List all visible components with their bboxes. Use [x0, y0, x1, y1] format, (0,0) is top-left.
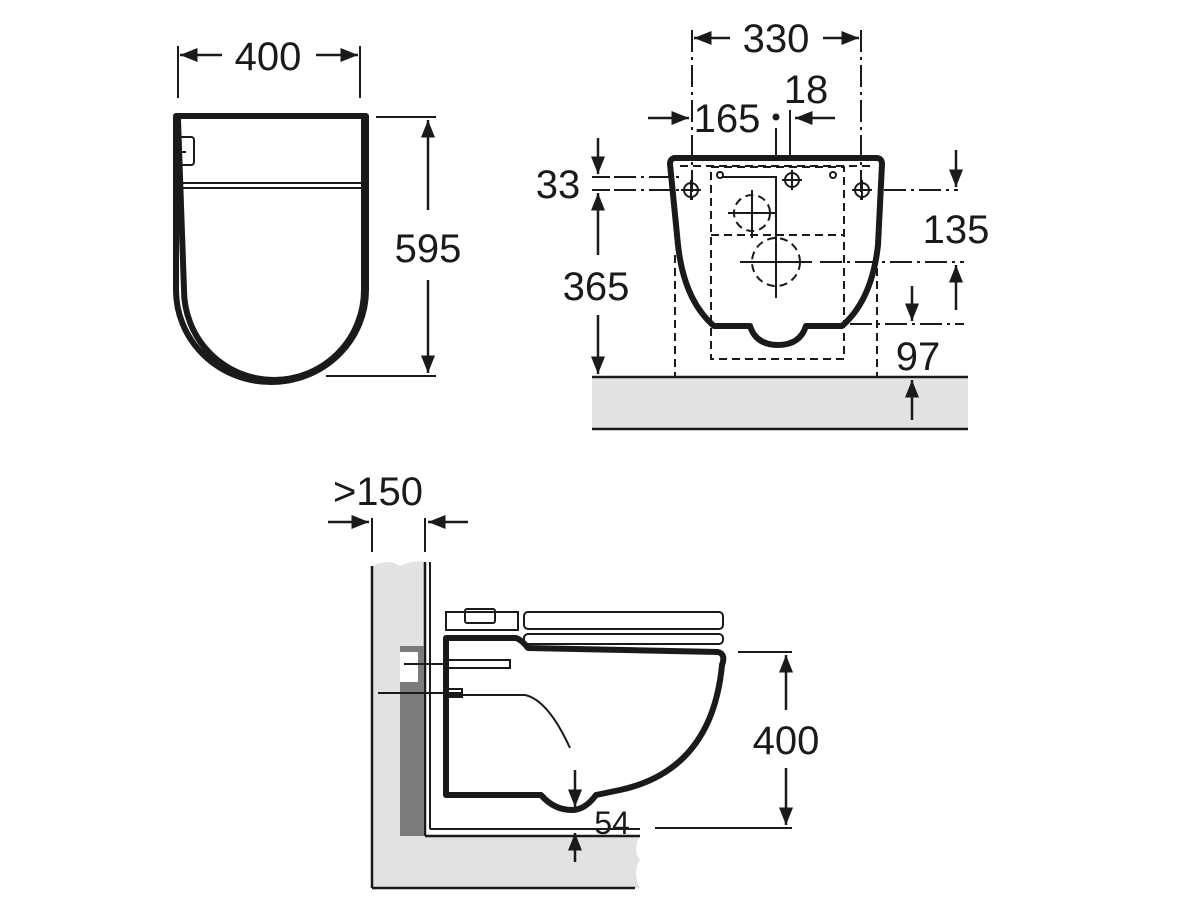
top-depth-label: 595	[395, 227, 462, 271]
front-fix-offset-label: 33	[536, 163, 581, 207]
front-offset-label: 18	[784, 68, 829, 112]
top-view: 400 595	[173, 35, 462, 385]
top-width-label: 400	[235, 35, 302, 79]
flush-button-icon	[173, 136, 195, 166]
front-fix-height-label: 365	[563, 265, 630, 309]
side-bowl-height-label: 400	[753, 719, 820, 763]
wall-section	[372, 561, 640, 888]
front-view: 330 165 18 33 365	[536, 17, 990, 431]
front-outlet-height-label: 97	[896, 335, 941, 379]
front-half-centers-label: 165	[694, 97, 761, 141]
front-fixing-centers-label: 330	[743, 17, 810, 61]
side-outlet-drop-label: 54	[594, 805, 630, 841]
front-outlet-offset-label: 135	[923, 208, 990, 252]
side-view: >150 400 54	[328, 470, 820, 890]
side-wall-min-label: >150	[333, 470, 423, 514]
